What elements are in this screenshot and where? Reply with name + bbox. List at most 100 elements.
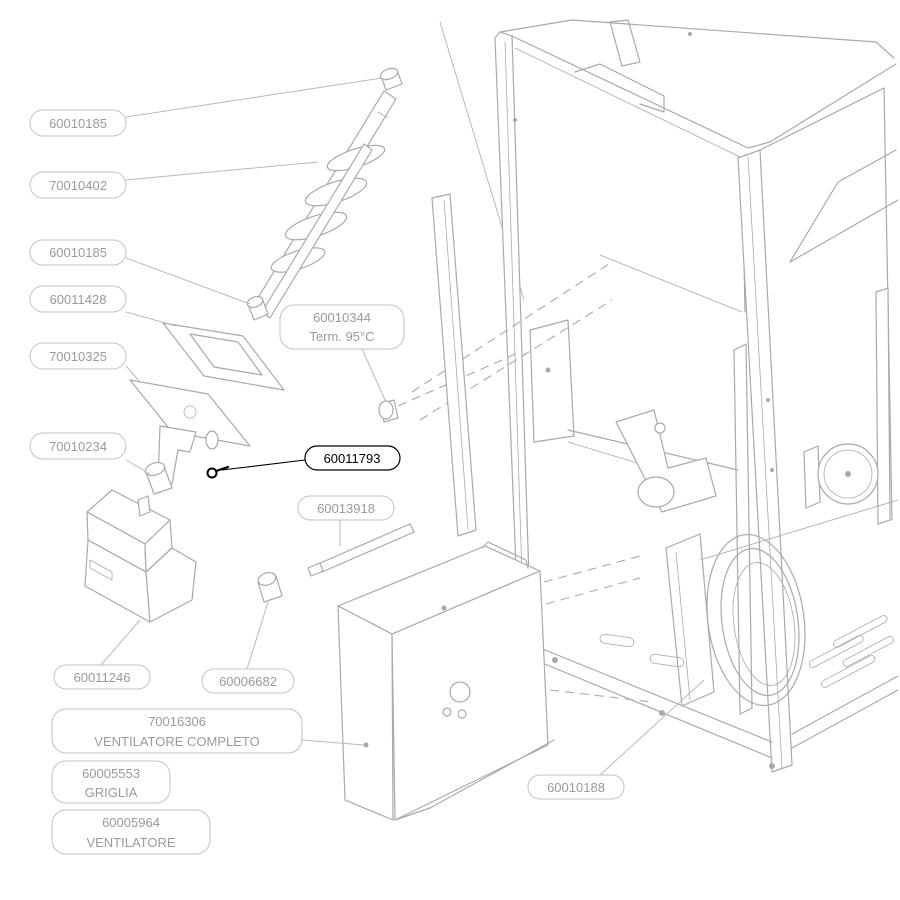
callout-code: 60010344 — [313, 310, 371, 325]
frame-rear-panel-bottom — [599, 254, 743, 313]
fan-box-hole — [457, 709, 467, 719]
callout-60010185-lower[interactable]: 60010185 — [29, 239, 127, 266]
fan-box-screw — [441, 605, 447, 611]
frame-screw — [552, 657, 558, 663]
base-slot — [808, 635, 864, 668]
motor-shaft — [137, 495, 151, 517]
callout-pill[interactable] — [29, 432, 127, 460]
callout-70010325[interactable]: 70010325 — [29, 342, 127, 370]
vertical-bracket — [431, 193, 477, 537]
callout-pill[interactable] — [51, 760, 171, 804]
leader-lines — [100, 77, 705, 776]
fan-box-left — [337, 605, 394, 821]
leader-line-selected — [221, 459, 306, 471]
leader-line — [246, 601, 269, 670]
fan-assembly-box-part — [337, 541, 555, 821]
auger-plate — [129, 379, 251, 447]
callout-70010402[interactable]: 70010402 — [29, 171, 127, 199]
callout-60013918[interactable]: 60013918 — [297, 495, 395, 521]
callout-60010185-top[interactable]: 60010185 — [29, 109, 127, 137]
pressure-switch-bracket — [803, 445, 821, 509]
callout-description: Term. 95°C — [309, 329, 374, 344]
leader-line — [125, 161, 319, 181]
frame-rim-inner — [514, 47, 743, 159]
callout-pill[interactable] — [527, 774, 625, 800]
pressure-switch-inner — [823, 449, 873, 499]
gasket-outer — [162, 322, 285, 391]
fan-box-screw — [363, 742, 369, 748]
callout-60010344[interactable]: 60010344 Term. 95°C — [279, 304, 405, 350]
assembly-line — [545, 577, 641, 605]
callout-70010234[interactable]: 70010234 — [29, 432, 127, 460]
callout-code: 70010234 — [49, 439, 107, 454]
callout-code: 60006682 — [219, 674, 277, 689]
lower-bushing-face — [246, 295, 264, 309]
fan-box-flange — [481, 541, 529, 569]
frame-screw — [688, 32, 692, 36]
frame-screw — [513, 118, 517, 122]
frame-screw — [769, 763, 775, 769]
callout-60005964[interactable]: 60005964 VENTILATORE — [51, 809, 211, 855]
auger-top-slot — [377, 111, 389, 119]
gasket-part — [162, 322, 285, 391]
fan-box-hole-large — [449, 681, 471, 703]
rod-thread — [307, 562, 324, 577]
leader-line — [125, 257, 251, 305]
auger-plate-hole — [183, 405, 197, 419]
callout-60011793-selected[interactable]: 60011793 — [304, 445, 401, 471]
callout-pill[interactable] — [53, 664, 151, 690]
leader-line — [125, 77, 383, 118]
callout-code: 60011428 — [50, 292, 107, 307]
callout-pill[interactable] — [29, 342, 127, 370]
top-bushing-face — [379, 67, 399, 81]
callout-pill[interactable] — [29, 171, 127, 199]
frame-top-front-rim — [511, 35, 897, 149]
callout-pill[interactable] — [51, 809, 211, 855]
callout-pill[interactable] — [29, 239, 127, 266]
frame-screw — [545, 367, 551, 373]
lower-bushing-part — [246, 295, 269, 321]
stove-frame — [397, 19, 899, 773]
motor-bushing-face — [144, 461, 166, 477]
fan-wheel-ring — [732, 562, 796, 686]
screw-part-selected — [206, 465, 230, 479]
callout-60010188[interactable]: 60010188 — [527, 774, 625, 800]
gearmotor-part — [84, 489, 197, 623]
callout-pill-selected[interactable] — [304, 445, 401, 471]
frame-inner-side-plate — [733, 343, 753, 715]
frame-left-post — [494, 31, 531, 619]
exhaust-elbow — [615, 409, 717, 513]
callout-pill[interactable] — [29, 285, 127, 313]
fan-housing-panel-inner — [675, 551, 691, 701]
callout-pill[interactable] — [51, 708, 303, 754]
callout-pill[interactable] — [29, 109, 127, 137]
screw-shank — [214, 465, 230, 473]
leader-line — [301, 739, 365, 746]
frame-screw — [770, 468, 774, 472]
base-slot — [832, 615, 888, 648]
callout-code: 70010402 — [49, 178, 107, 193]
callout-code: 60005553 — [82, 766, 140, 781]
base-slot — [820, 655, 876, 688]
frame-left-bracket — [529, 319, 575, 443]
callout-70016306[interactable]: 70016306 VENTILATORE COMPLETO — [51, 708, 303, 754]
callout-code: 60010185 — [49, 245, 107, 260]
callout-60006682[interactable]: 60006682 — [201, 668, 295, 694]
callout-description: VENTILATORE — [86, 835, 175, 850]
vertical-bracket-inner — [443, 199, 469, 531]
callout-code: 60005964 — [102, 815, 160, 830]
frame-top-rear-rim — [499, 19, 895, 59]
callout-60011428[interactable]: 60011428 — [29, 285, 127, 313]
callout-pill[interactable] — [279, 304, 405, 350]
callout-60011246[interactable]: 60011246 — [53, 664, 151, 690]
frame-screw — [766, 398, 770, 402]
callout-pill[interactable] — [297, 495, 395, 521]
frame-base-right — [791, 689, 899, 749]
vertical-bracket-part — [431, 193, 477, 537]
callout-60005553[interactable]: 60005553 GRIGLIA — [51, 760, 171, 804]
frame-right-side-top — [759, 87, 885, 151]
callout-pill[interactable] — [201, 668, 295, 694]
fan-box-lip — [394, 739, 555, 821]
frame-base-front — [539, 647, 773, 743]
fan-housing-panel — [665, 533, 715, 707]
